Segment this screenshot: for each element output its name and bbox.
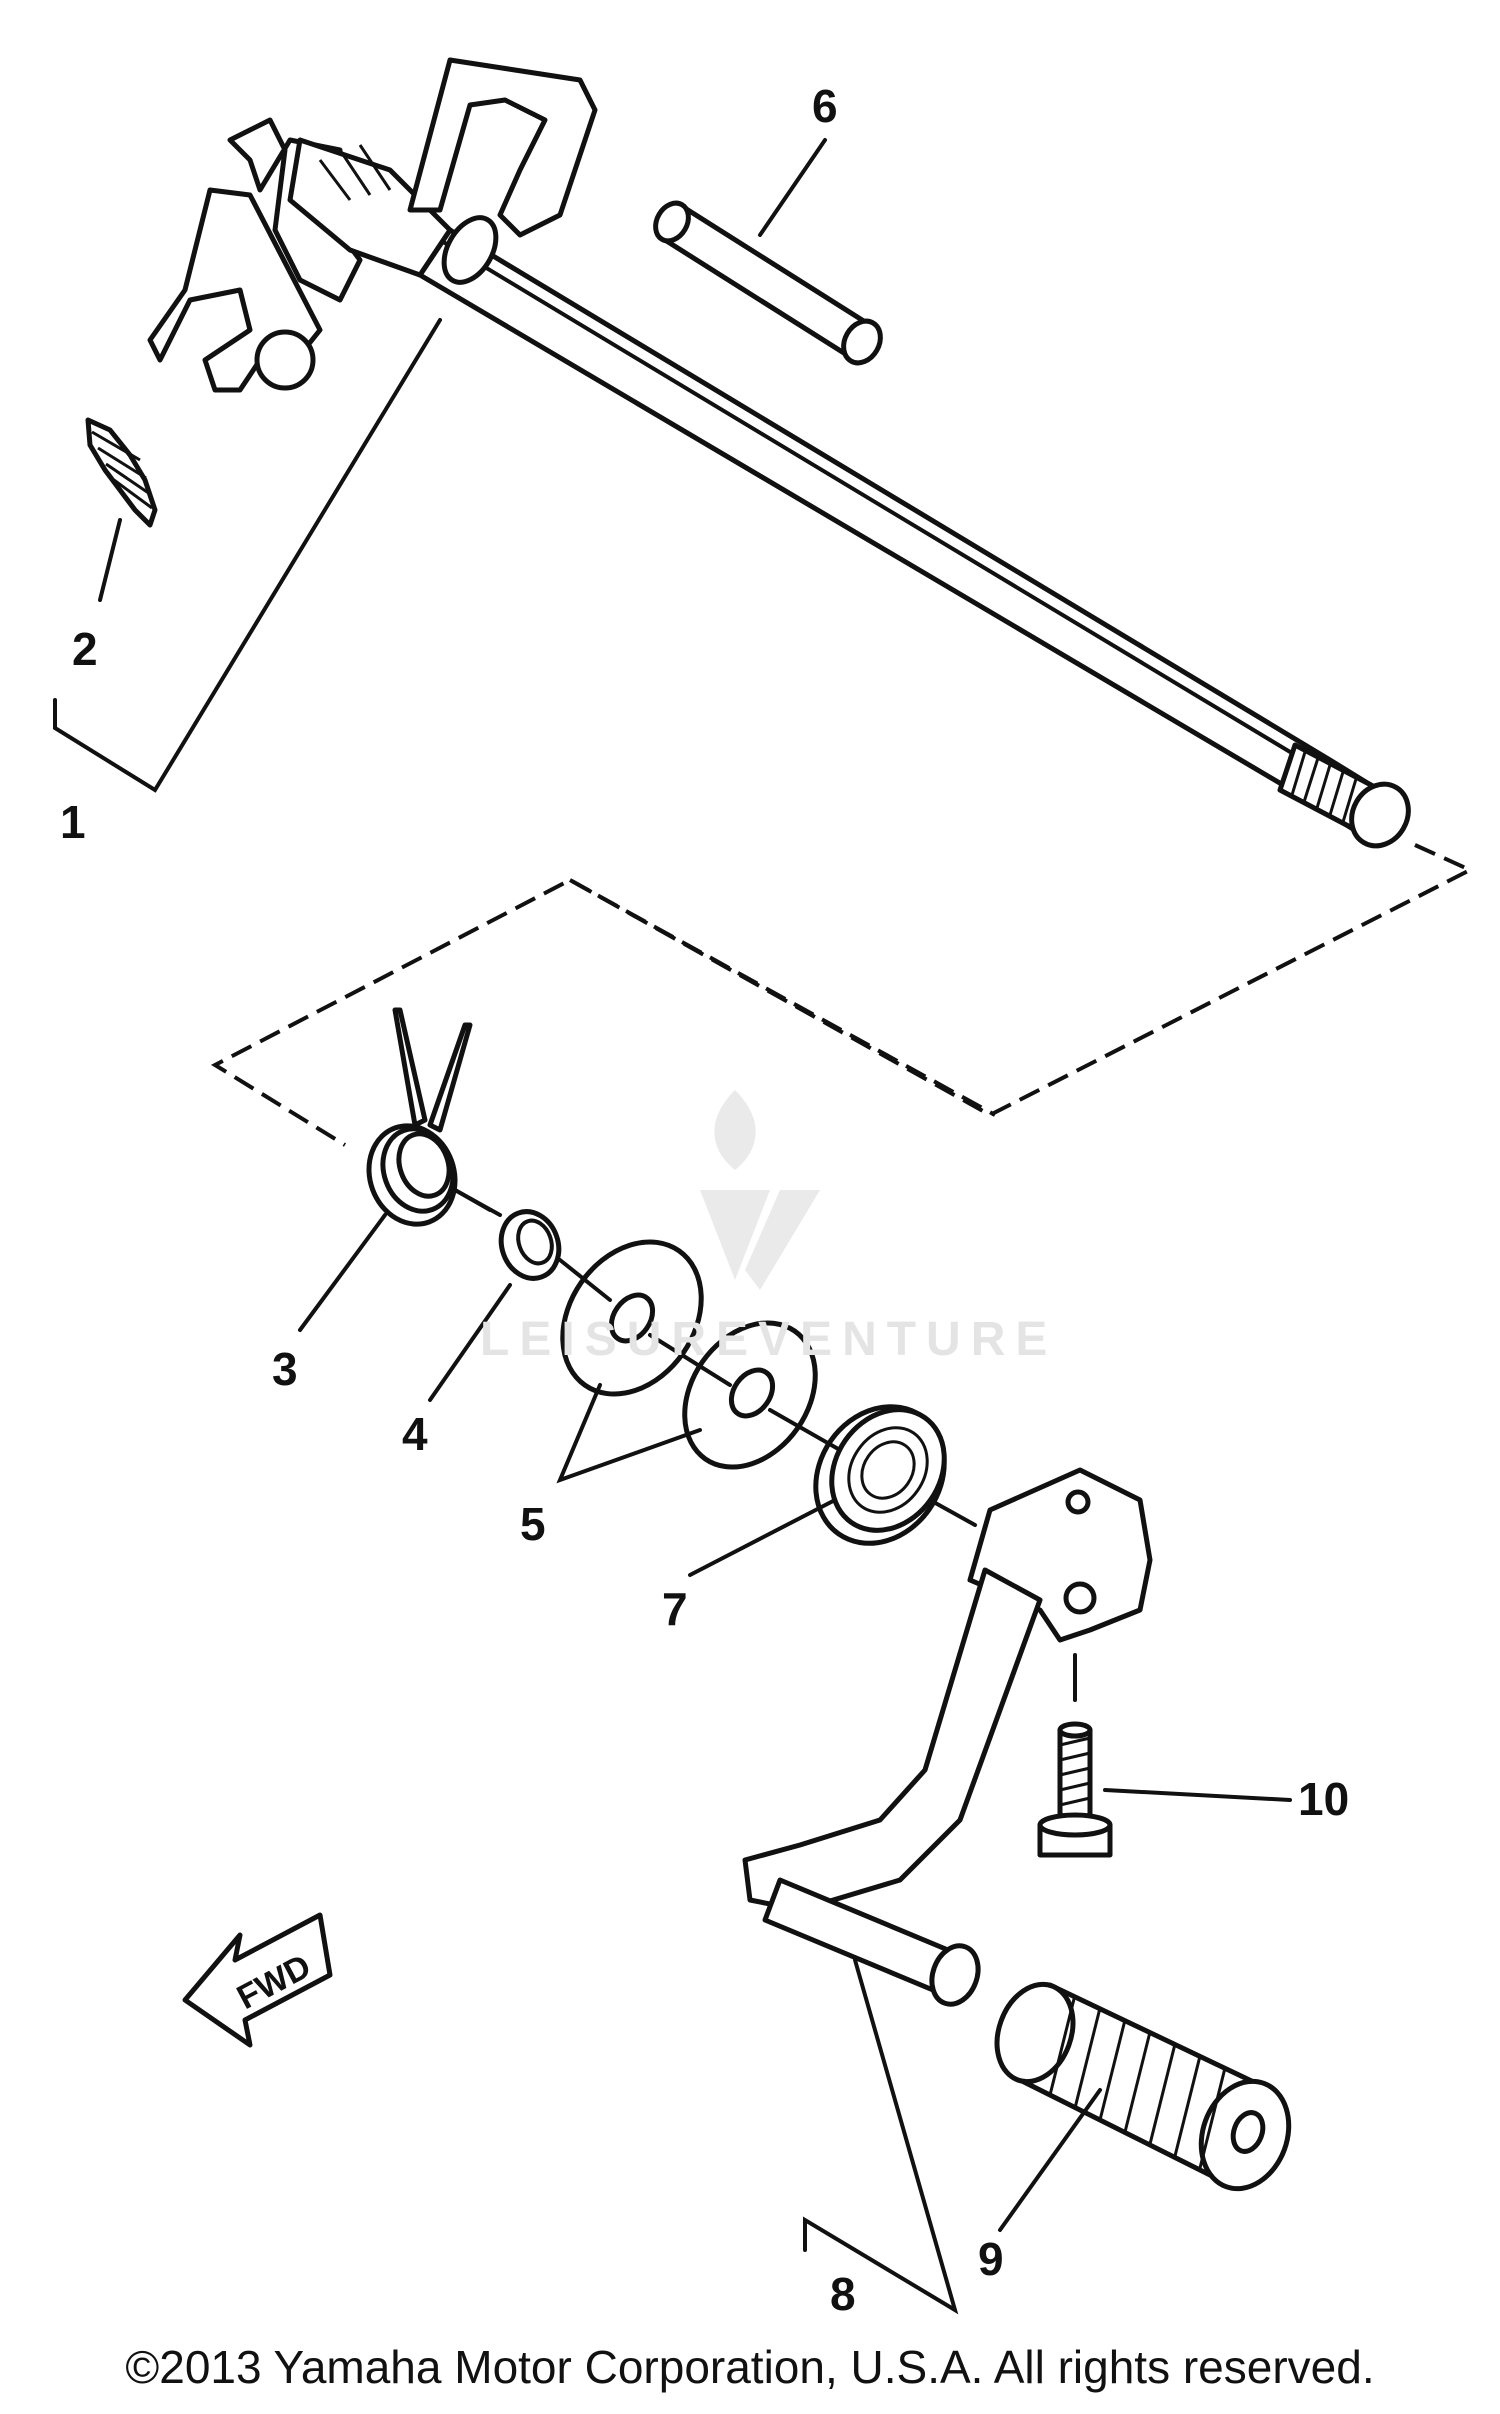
copyright-notice: ©2013 Yamaha Motor Corporation, U.S.A. A…	[125, 2341, 1375, 2393]
callout-6: 6	[812, 80, 838, 132]
spring-part-2	[85, 417, 158, 528]
shift-pedal-part-8	[742, 1467, 1153, 2007]
forward-direction-arrow: FWD	[182, 1912, 333, 2048]
callout-8: 8	[830, 2268, 856, 2320]
assembly-plane-outline	[210, 843, 1475, 1147]
washer-part-5a	[560, 1239, 704, 1397]
callout-labels: 1 2 3 4 5 6 7 8 9 10	[60, 80, 1349, 2320]
callout-4: 4	[402, 1408, 428, 1460]
pedal-rubber-part-9	[994, 1981, 1292, 2192]
oil-seal-part-7	[813, 1404, 947, 1546]
callout-3: 3	[272, 1343, 298, 1395]
circlip-part-4	[498, 1209, 562, 1281]
watermark-logo	[700, 1090, 820, 1290]
callout-1: 1	[60, 796, 86, 848]
washer-part-5b	[682, 1320, 818, 1470]
pin-part-6	[653, 200, 883, 366]
callout-9: 9	[978, 2233, 1004, 2285]
axis-segment-b	[558, 1258, 612, 1302]
leader-lines	[53, 138, 1292, 2315]
splined-shaft-end	[1277, 742, 1411, 849]
watermark-text: LEISUREVENTURE	[480, 1313, 1058, 1366]
axis-segment-e	[928, 1498, 977, 1527]
axis-segment-a	[453, 1188, 502, 1217]
axis-segment-c	[648, 1333, 732, 1387]
callout-10: 10	[1298, 1773, 1349, 1825]
callout-2: 2	[72, 623, 98, 675]
callout-7: 7	[662, 1583, 688, 1635]
axis-segment-d	[768, 1408, 842, 1452]
torsion-spring-part-3	[366, 1007, 473, 1227]
callout-5: 5	[520, 1498, 546, 1550]
shift-shaft-assembly	[147, 57, 1411, 849]
bolt-part-10	[1037, 1653, 1113, 1858]
